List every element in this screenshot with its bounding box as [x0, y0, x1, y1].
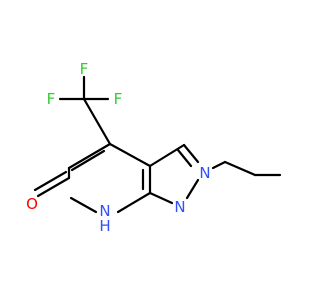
- bond-n7-c7a: [116, 191, 152, 214]
- bond-cf3-ring: [82, 97, 112, 146]
- bond-c3a-c3: [148, 143, 186, 168]
- bond-propyl-c1-c2: [223, 160, 257, 177]
- nitrogen-atom-nh: N: [99, 202, 110, 220]
- bond-c4-c5-double-outer: [67, 142, 112, 170]
- molecule-structure-diagram: F F F O N H N N: [26, 60, 282, 235]
- bond-n2-propyl: [211, 160, 227, 170]
- nitrogen-atom-n1: N: [174, 198, 185, 216]
- nitrogen-atom-n2: N: [199, 164, 210, 182]
- bond-n1-c7a: [148, 191, 174, 205]
- bond-n2-n1: [185, 178, 200, 200]
- bond-c6-o-outer: [36, 176, 71, 198]
- bond-c3a-c4: [108, 142, 152, 168]
- oxygen-atom: O: [26, 195, 38, 213]
- fluorine-atom-top: F: [80, 60, 89, 78]
- bond-c6-o-inner: [33, 170, 68, 192]
- bond-c6-n7: [69, 196, 98, 214]
- fluorine-atom-right: F: [114, 90, 123, 108]
- fluorine-atom-left: F: [47, 90, 56, 108]
- bond-c4-c5-double-inner: [70, 149, 106, 172]
- bond-c3-n2-inner: [176, 148, 193, 168]
- bond-c3-n2-outer: [182, 143, 200, 164]
- hydrogen-atom-nh: H: [99, 217, 110, 235]
